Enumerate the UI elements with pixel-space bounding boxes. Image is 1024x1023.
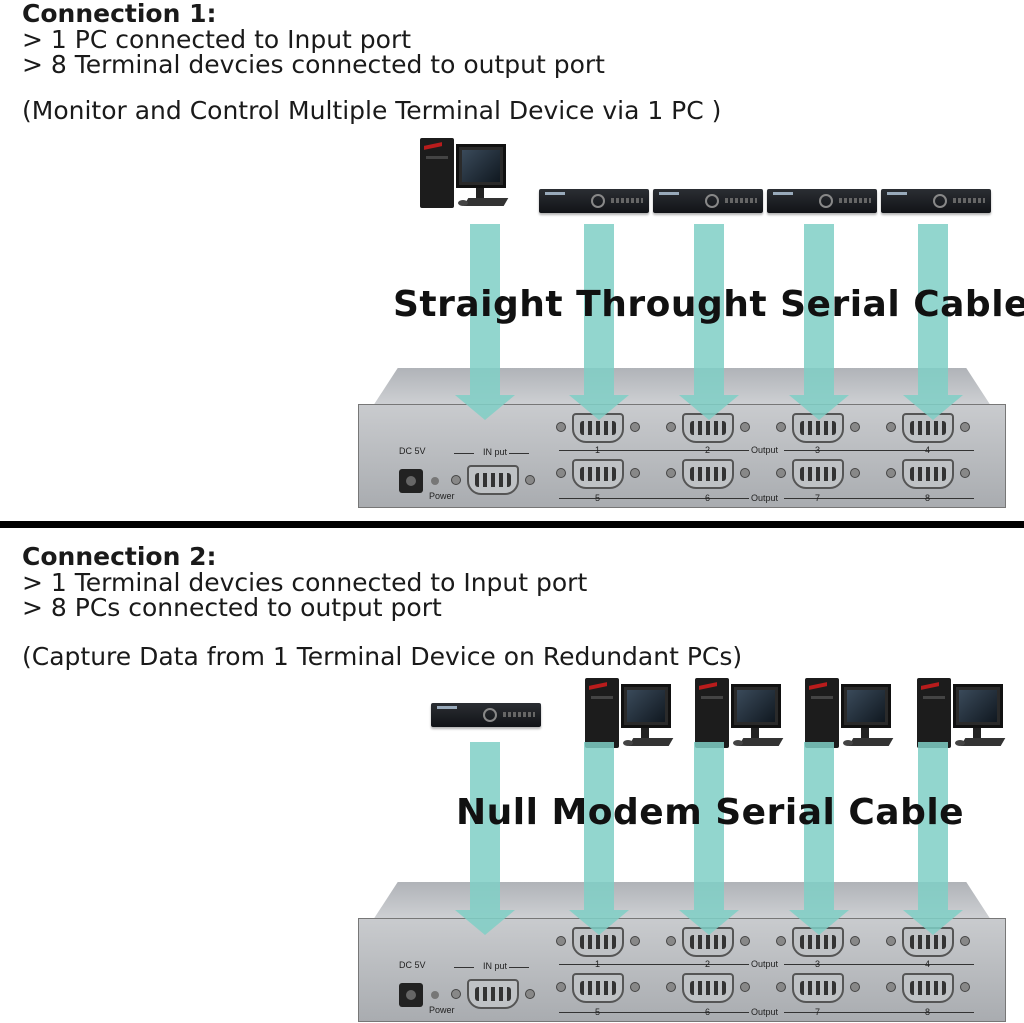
port-number: 6 [705,493,711,503]
connection2-line1: > 1 Terminal devcies connected to Input … [22,568,588,597]
connection2-line2: > 8 PCs connected to output port [22,593,442,622]
power-led-label: Power [429,491,455,501]
input-label: IN put [483,447,508,457]
pc-icon [917,678,1007,748]
input-label: IN put [483,961,508,971]
output-label: Output [751,445,779,455]
cable-label-straight: Straight Throught Serial Cable [393,284,1024,325]
port-number: 7 [815,1007,821,1017]
db9-port-icon [682,973,734,1003]
connection1-line1: > 1 PC connected to Input port [22,25,412,54]
arrow-down-icon [789,224,849,420]
db9-port-icon [792,459,844,489]
port-number: 4 [925,959,931,969]
pc-icon [805,678,895,748]
connection1-note: (Monitor and Control Multiple Terminal D… [22,96,722,125]
port-number: 5 [595,1007,601,1017]
port-number: 8 [925,493,931,503]
connection1-heading: Connection 1: [22,0,217,28]
dvr-terminal-icon [767,189,877,213]
port-number: 1 [595,445,601,455]
dc-jack [399,983,423,1007]
pc-icon [695,678,785,748]
connection2-heading: Connection 2: [22,542,217,571]
power-led-label: Power [429,1005,455,1015]
dvr-terminal-icon [881,189,991,213]
db9-port-icon [902,973,954,1003]
db9-port-icon [467,465,519,495]
cable-arrows-1 [455,224,963,420]
port-number: 4 [925,445,931,455]
pc-icon [585,678,675,748]
port-number: 3 [815,959,821,969]
arrow-down-icon [903,742,963,935]
connection2-note: (Capture Data from 1 Terminal Device on … [22,642,743,671]
power-label: DC 5V [399,446,426,456]
power-led [431,991,439,999]
port-number: 6 [705,1007,711,1017]
pc-icon [420,138,510,213]
db9-port-icon [682,927,734,957]
db9-port-icon [572,459,624,489]
port-number: 7 [815,493,821,503]
power-led [431,477,439,485]
db9-port-icon [792,973,844,1003]
db9-port-icon [682,459,734,489]
port-number: 3 [815,445,821,455]
db9-port-icon [572,973,624,1003]
power-label: DC 5V [399,960,426,970]
arrow-down-icon [455,742,515,935]
db9-port-icon [682,413,734,443]
arrow-down-icon [569,742,629,935]
serial-switch-device: DC 5V Power IN put 1 2 Output 3 4 5 6 Ou… [358,882,1006,1022]
output-label: Output [751,959,779,969]
arrow-down-icon [679,742,739,935]
section-divider [0,521,1024,528]
port-number: 8 [925,1007,931,1017]
dvr-terminal-icon [653,189,763,213]
connection1-line2: > 8 Terminal devcies connected to output… [22,50,605,79]
db9-port-icon [902,459,954,489]
dvr-terminal-icon [539,189,649,213]
port-number: 2 [705,959,711,969]
arrow-down-icon [455,224,515,420]
db9-port-icon [467,979,519,1009]
output-label: Output [751,1007,779,1017]
arrow-down-icon [679,224,739,420]
port-number: 2 [705,445,711,455]
port-number: 1 [595,959,601,969]
cable-label-null-modem: Null Modem Serial Cable [456,792,965,833]
arrow-down-icon [903,224,963,420]
port-number: 5 [595,493,601,503]
serial-switch-device: DC 5V Power IN put 1 2 Output 3 4 5 6 Ou… [358,368,1006,508]
dvr-terminal-icon [431,703,541,727]
arrow-down-icon [789,742,849,935]
dc-jack [399,469,423,493]
arrow-down-icon [569,224,629,420]
output-label: Output [751,493,779,503]
